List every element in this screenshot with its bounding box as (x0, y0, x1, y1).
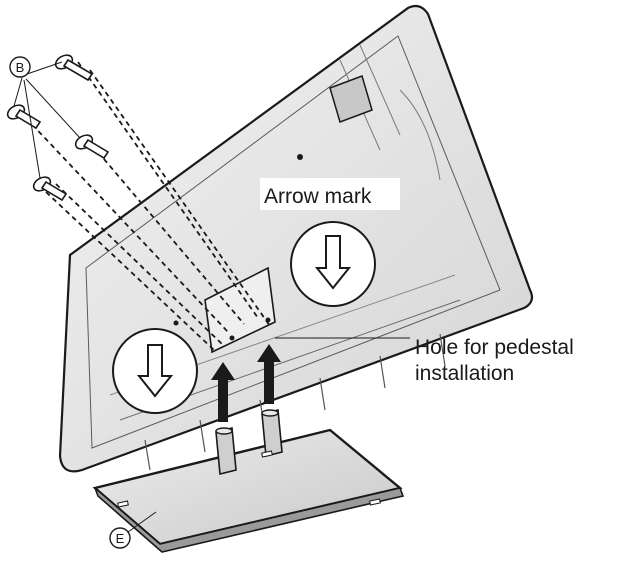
callout-e-circle (109, 527, 131, 549)
screw-2 (6, 104, 42, 130)
callout-b-label: B (16, 60, 25, 75)
arrow-mark-circle-right (290, 221, 376, 307)
hole-label-line2: installation (415, 362, 514, 385)
pedestal-mount-bracket (204, 266, 276, 354)
stand-post-right (261, 408, 283, 458)
screw-1 (54, 54, 94, 82)
insert-arrow-right (257, 344, 281, 404)
arrow-mark-label: Arrow mark (264, 185, 372, 208)
stand-post-left (215, 426, 237, 476)
callout-e-label: E (116, 531, 125, 546)
arrow-mark-circle-left (112, 328, 198, 414)
pedestal-stand (92, 408, 405, 553)
stand-callout: E (109, 511, 157, 549)
callout-b-circle (9, 56, 31, 78)
screw-callout: B (9, 56, 81, 179)
arrow-mark-label-bg (260, 178, 400, 210)
hole-label-line1: Hole for pedestal (415, 336, 574, 359)
mount-hole-left (229, 335, 235, 341)
screw-3 (74, 134, 110, 160)
vent-panel (329, 75, 373, 123)
screw-alignment-lines (25, 61, 271, 351)
mounting-dot (297, 154, 303, 160)
screw-4 (32, 176, 68, 202)
insert-arrow-left (211, 362, 235, 422)
